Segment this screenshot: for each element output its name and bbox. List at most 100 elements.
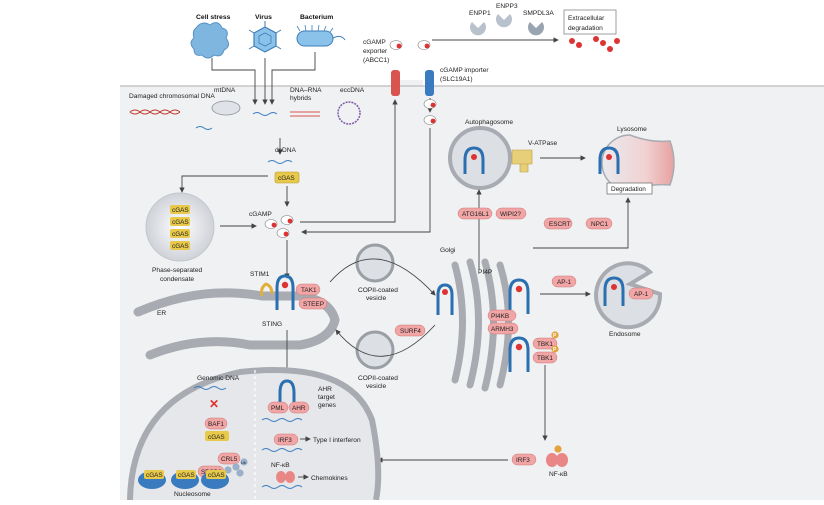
tbk1-label-a: TBK1 — [537, 341, 553, 348]
endosome-sting — [603, 276, 625, 306]
eccdna-icon — [337, 101, 361, 125]
er-membrane — [133, 288, 340, 360]
nucleosome-cgas-1-label: cGAS — [146, 472, 163, 479]
autophagosome-label: Autophagosome — [465, 119, 513, 126]
virus-icon — [248, 21, 282, 53]
dsdna-label: dsDNA — [275, 147, 296, 154]
nuclear-nfkb-icon — [276, 471, 295, 483]
phase-separated-condensate — [145, 192, 215, 262]
golgi-to-er-arrow — [335, 324, 436, 357]
irf3-gene-dna — [261, 448, 303, 452]
dna-rna-label: DNA–RNA — [290, 87, 322, 94]
condensate-cgas-4: cGAS — [172, 243, 189, 250]
mtdna-label: mtDNA — [214, 87, 236, 94]
vatpase-icon — [511, 149, 533, 173]
slc19a1-importer — [425, 70, 434, 96]
genomic-dna-icon — [193, 386, 227, 390]
er-to-golgi-arrow — [329, 258, 436, 296]
golgi-to-lysosome-arrow — [533, 197, 631, 249]
stim1-label: STIM1 — [250, 271, 270, 278]
smpdl3a-label: SMPDL3A — [523, 10, 554, 17]
extracellular-degradation-line1: Extracellular — [568, 15, 605, 22]
surf4-pill — [394, 324, 426, 337]
hybrids-label: hybrids — [290, 95, 312, 102]
atg16l1-label: ATG16L1 — [462, 211, 489, 218]
exporter-label-3: (ABCC1) — [363, 57, 389, 64]
ap1-label-a: AP-1 — [557, 279, 572, 286]
damaged-dna-fragment-icon — [195, 126, 213, 130]
ahr-target-1: AHR — [318, 386, 332, 393]
cell-stress-label: Cell stress — [196, 14, 231, 21]
damaged-dna-icon — [129, 109, 181, 115]
condensate-cgas-stack — [170, 205, 190, 250]
irf3-pill — [511, 453, 537, 466]
enpp1-label: ENPP1 — [469, 10, 491, 17]
golgi-sting — [508, 278, 530, 372]
autophagosome-sting — [463, 146, 485, 174]
ap1-label-b: AP-1 — [634, 291, 649, 298]
exporter-label-2: exporter — [363, 48, 388, 55]
tak1-pill — [295, 283, 321, 296]
nucleosome-label: Nucleosome — [174, 491, 211, 498]
vesicle-sting — [436, 283, 454, 315]
abcc1-exporter — [391, 70, 400, 96]
bacterium-icon — [296, 24, 346, 47]
condensate-cgas-3: cGAS — [172, 231, 189, 238]
importer-label-2: (SLC19A1) — [440, 76, 473, 83]
mitochondrion-icon — [211, 100, 241, 116]
nucleosome-cgas-2 — [176, 470, 196, 479]
virus-label: Virus — [255, 14, 272, 21]
nuclear-nfkb-label: NF-κB — [271, 462, 290, 469]
copii-vesicle-bottom — [355, 330, 395, 370]
pi4kb-pill — [487, 309, 517, 322]
genomic-dna-label: Genomic DNA — [197, 375, 240, 382]
atg16l1-pill — [457, 207, 493, 220]
copii-bottom-label-2: vesicle — [366, 383, 386, 390]
pml-label: PML — [271, 405, 285, 412]
ahr-pill — [288, 401, 310, 414]
baf1-pill — [204, 417, 228, 430]
surf4-label: SURF4 — [400, 328, 421, 335]
condensate-label-1: Phase-separated — [152, 267, 203, 274]
irf3-label: IRF3 — [516, 457, 530, 464]
tbk1-label-b: TBK1 — [537, 355, 553, 362]
tbk1-pill-b — [532, 351, 558, 364]
armh3-pill — [487, 322, 519, 335]
tbk1-pill-a — [532, 337, 558, 350]
dna-rna-hybrid-icon — [290, 111, 320, 117]
npc1-pill — [585, 217, 613, 230]
nfkb-icon — [546, 445, 568, 467]
baf1-label: BAF1 — [208, 421, 224, 428]
cgas-label: cGAS — [278, 175, 295, 182]
type1-interferon-label: Type I interferon — [313, 437, 361, 444]
chemokines-label: Chemokines — [311, 475, 348, 482]
extracellular-degradation-line2: degradation — [568, 25, 603, 32]
crl5-label: CRL5 — [221, 456, 238, 463]
inducer-arrows — [211, 52, 316, 105]
degradation-label: Degradation — [611, 186, 646, 193]
ahr-gene-dna — [261, 418, 303, 422]
phosphate-icons — [551, 331, 559, 353]
damaged-dna-label: Damaged chromosomal DNA — [129, 93, 215, 100]
golgi-label: Golgi — [440, 247, 456, 254]
condensate-cgas-2: cGAS — [172, 219, 189, 226]
copii-top-label-2: vesicle — [366, 295, 386, 302]
escrt-pill — [543, 217, 573, 230]
ahr-target-3: genes — [318, 402, 337, 409]
nfkb-gene-dna — [261, 485, 303, 489]
cytosolic-dna-icon — [252, 112, 278, 116]
er-label: ER — [157, 310, 166, 317]
cgas-box — [274, 171, 300, 184]
npc1-label: NPC1 — [591, 221, 608, 228]
cell-stress-icon — [190, 22, 230, 59]
copii-vesicle-top — [355, 243, 395, 283]
pi4p-label: PI4P — [478, 269, 493, 276]
condensate-label-2: condensate — [160, 276, 194, 283]
nuclear-irf3-label: IRF3 — [278, 437, 292, 444]
cgamp-label: cGAMP — [249, 211, 272, 218]
ahr-label: AHR — [292, 405, 306, 412]
nuclear-cgas-box — [205, 431, 229, 441]
nucleus-envelope — [127, 367, 382, 501]
nuclear-irf3-pill — [273, 433, 299, 446]
